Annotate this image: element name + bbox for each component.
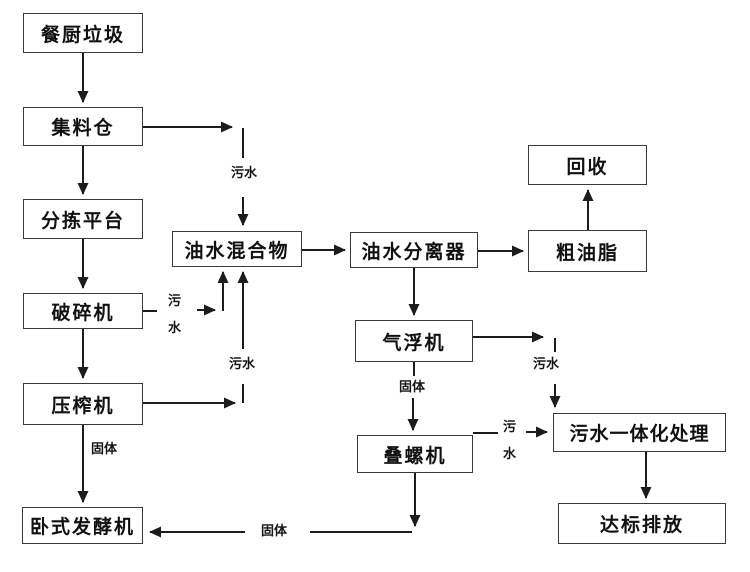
edge-label-solid-bottom: 固体 [259, 523, 290, 542]
node-screw-press: 叠螺机 [357, 435, 473, 473]
node-crude-grease: 粗油脂 [528, 230, 647, 272]
node-recycle: 回收 [528, 145, 647, 185]
node-discharge: 达标排放 [558, 503, 726, 544]
node-air-flotation: 气浮机 [355, 320, 473, 362]
node-horizontal-fermenter: 卧式发酵机 [22, 507, 143, 544]
edge-label-sewage-screw: 污水 [501, 414, 518, 469]
edge-label-sewage-press: 污水 [227, 356, 258, 375]
node-collection-bin: 集料仓 [23, 107, 143, 146]
edge-label-sewage-crusher: 污水 [166, 288, 183, 343]
node-oil-water-mixture: 油水混合物 [172, 231, 302, 267]
node-crusher: 破碎机 [23, 293, 143, 329]
node-press: 压榨机 [23, 383, 143, 425]
edge-label-solid-flotation: 固体 [397, 379, 428, 398]
edge-label-sewage-flotation: 污水 [531, 356, 562, 375]
node-oil-water-separator: 油水分离器 [350, 232, 478, 268]
edge-label-sewage-bin: 污水 [229, 165, 260, 184]
node-kitchen-waste: 餐厨垃圾 [23, 13, 143, 53]
node-sewage-treatment: 污水一体化处理 [553, 413, 726, 452]
node-sorting-platform: 分拣平台 [23, 199, 143, 239]
edge-label-solid-press: 固体 [89, 441, 120, 460]
